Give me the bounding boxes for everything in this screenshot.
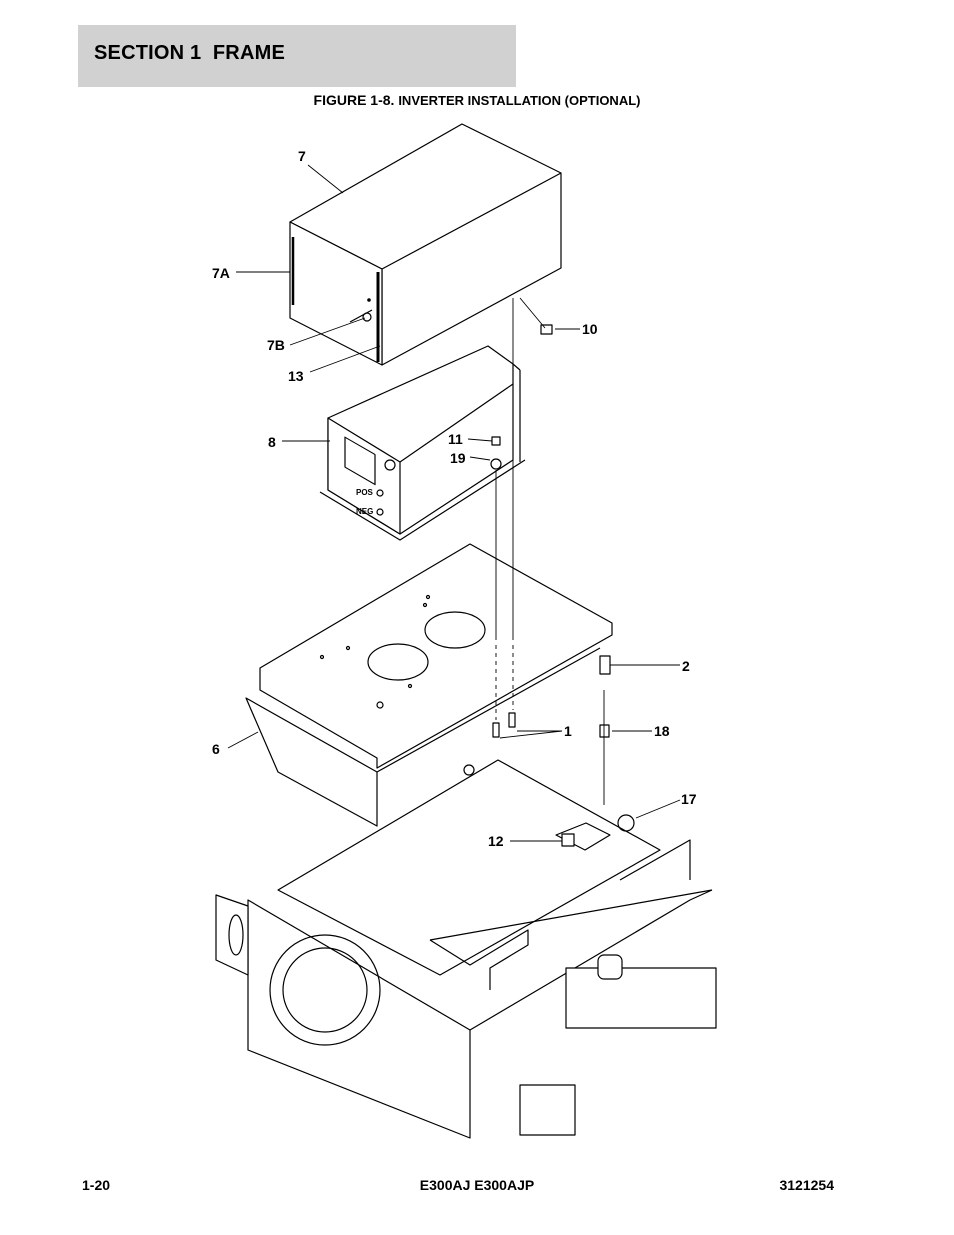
alignment-lines: [495, 298, 605, 805]
leader-lines: [227, 164, 681, 842]
inverter-neg-label: NEG: [356, 507, 373, 516]
section-header-bar: SECTION 1 FRAME: [78, 25, 516, 87]
callout-19: 19: [450, 450, 466, 466]
callout-13: 13: [288, 368, 304, 384]
callout-17: 17: [681, 791, 697, 807]
callout-1: 1: [564, 723, 572, 739]
inverter-cover: [289, 123, 562, 366]
callout-6: 6: [212, 741, 220, 757]
callout-18: 18: [654, 723, 670, 739]
footer-doc-number: 3121254: [779, 1177, 834, 1193]
figure-title: INVERTER INSTALLATION (OPTIONAL): [398, 93, 641, 108]
mounting-tray: [245, 543, 613, 827]
callout-7: 7: [298, 148, 306, 164]
footer-model: E300AJ E300AJP: [419, 1177, 535, 1193]
inverter-pos-label: POS: [356, 488, 374, 497]
callout-8: 8: [268, 434, 276, 450]
base-frame: [215, 759, 717, 1139]
callout-12: 12: [488, 833, 504, 849]
section-title: SECTION 1 FRAME: [94, 42, 285, 64]
callout-7a: 7A: [212, 265, 230, 281]
callout-11: 11: [448, 431, 463, 447]
footer-page-number: 1-20: [82, 1177, 111, 1193]
callout-7b: 7B: [267, 337, 285, 353]
callout-10: 10: [582, 321, 598, 337]
figure-caption: FIGURE 1-8. INVERTER INSTALLATION (OPTIO…: [0, 92, 954, 108]
figure-number: FIGURE 1-8.: [313, 92, 395, 108]
hardware: [490, 324, 611, 847]
callout-2: 2: [682, 658, 690, 674]
